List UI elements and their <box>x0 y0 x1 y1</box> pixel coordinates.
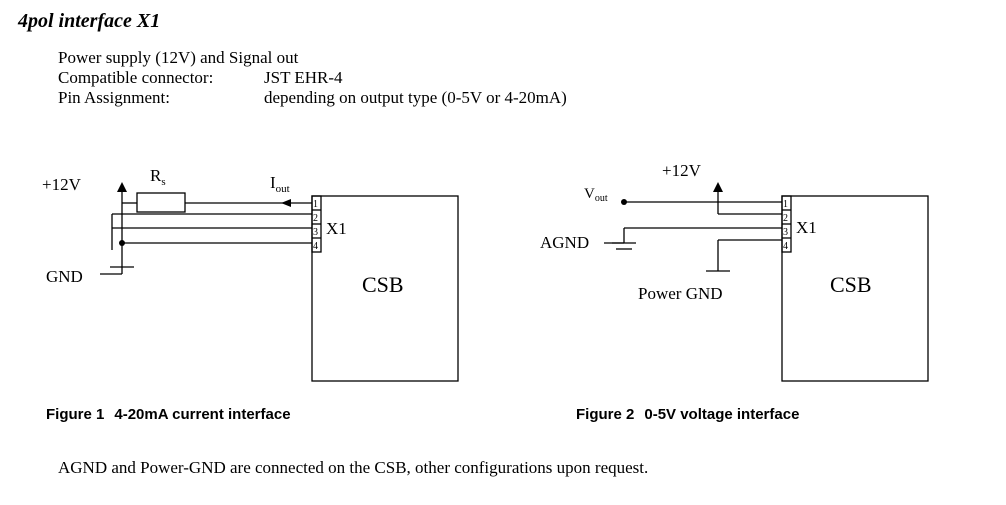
fig2-pin-2: 2 <box>783 213 788 224</box>
fig1-csb-box <box>311 195 459 382</box>
fig1-supply-arrow <box>117 182 127 192</box>
fig2-csb-box <box>781 195 929 382</box>
fig1-v12-label: +12V <box>42 175 82 194</box>
fig2-csb-label: CSB <box>830 272 872 297</box>
fig1-pin-2: 2 <box>313 213 318 224</box>
spec-connector-value: JST EHR-4 <box>264 68 343 87</box>
fig2-vout-dot <box>621 199 627 205</box>
fig2-pin-3: 3 <box>783 227 788 238</box>
footnote-text: AGND and Power-GND are connected on the … <box>58 458 649 477</box>
figure1-caption-text: 4-20mA current interface <box>114 406 291 423</box>
fig2-vout-label: Vout <box>584 186 608 204</box>
fig1-x1-label: X1 <box>326 219 347 238</box>
figure2-caption-text: 0-5V voltage interface <box>644 406 800 423</box>
fig2-agnd-label: AGND <box>540 233 589 252</box>
fig1-pin-4: 4 <box>313 241 318 252</box>
fig1-csb-label: CSB <box>362 272 404 297</box>
figure1-caption: Figure 1 4-20mA current interface <box>46 406 291 423</box>
fig2-v12-label: +12V <box>662 161 702 180</box>
fig1-iout-arrow <box>281 199 291 207</box>
section-heading: 4pol interface X1 <box>18 10 161 32</box>
figure2-caption: Figure 2 0-5V voltage interface <box>576 406 799 423</box>
fig1-pin-3: 3 <box>313 227 318 238</box>
figure2-caption-number: Figure 2 <box>576 406 635 423</box>
fig1-gnd-label: GND <box>46 267 83 286</box>
fig1-rs-label: Rs <box>150 166 166 188</box>
spec-connector-label: Compatible connector: <box>58 68 214 87</box>
spec-pins-value: depending on output type (0-5V or 4-20mA… <box>264 88 567 107</box>
spec-block: Power supply (12V) and Signal out Compat… <box>58 48 567 108</box>
fig1-pin-1: 1 <box>313 199 318 210</box>
fig2-pin-1: 1 <box>783 199 788 210</box>
fig2-power-gnd-label: Power GND <box>638 284 723 303</box>
fig2-x1-label: X1 <box>796 218 817 237</box>
fig1-junction <box>119 240 125 246</box>
fig1-iout-label: Iout <box>270 173 290 195</box>
fig2-pin-4: 4 <box>783 241 788 252</box>
fig2-supply-arrow <box>713 182 723 192</box>
figure1-caption-number: Figure 1 <box>46 406 105 423</box>
spec-line-power: Power supply (12V) and Signal out <box>58 48 299 67</box>
spec-pins-label: Pin Assignment: <box>58 88 170 107</box>
